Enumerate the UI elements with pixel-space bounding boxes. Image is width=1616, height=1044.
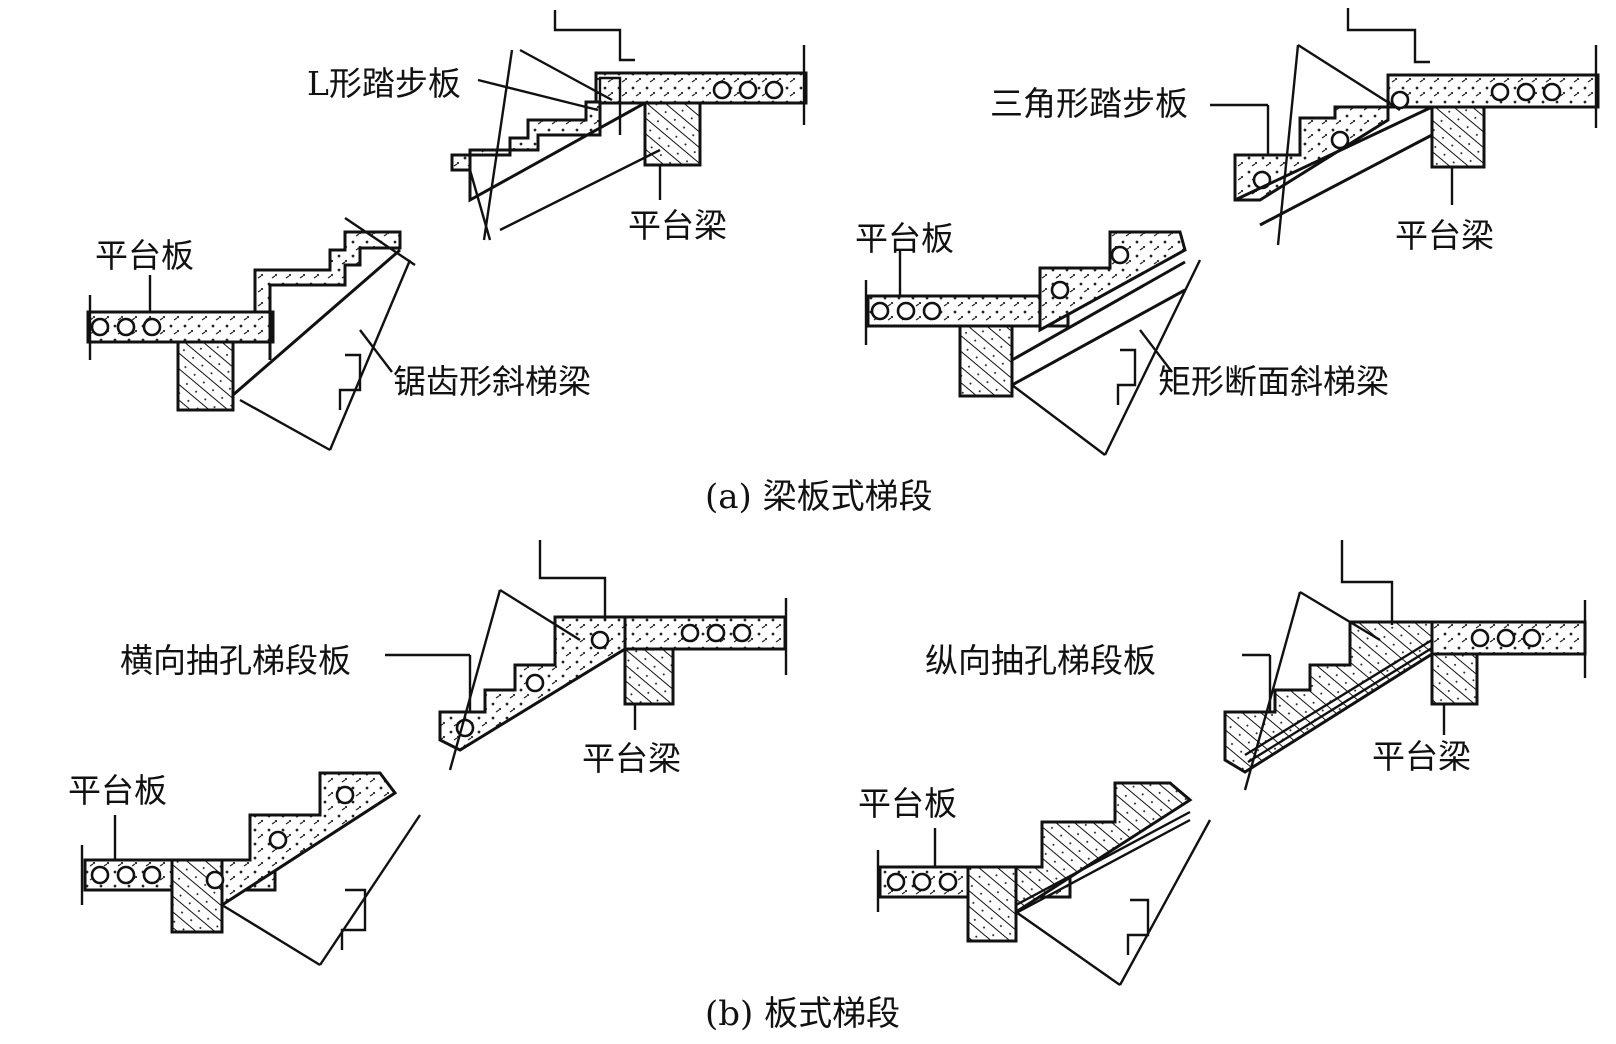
- upper-platform-slab-2: [1386, 73, 1600, 109]
- lower-platform-beam-2: [958, 324, 1014, 398]
- label-platform-slab-b1: 平台板: [68, 771, 167, 810]
- upper-platform-beam: [643, 101, 702, 167]
- label-platform-slab-a1: 平台板: [95, 236, 194, 275]
- panel-a-left: [86, 10, 808, 452]
- label-longitudinal-slab: 纵向抽孔梯段板: [925, 641, 1156, 680]
- label-platform-beam-b2: 平台梁: [1372, 737, 1471, 776]
- lower-triangle-tread: [1038, 230, 1187, 333]
- label-platform-beam-a1: 平台梁: [628, 206, 727, 245]
- panel-a-right: [864, 8, 1600, 456]
- lower-l-tread: [253, 230, 402, 314]
- lower-platform-beam-4: [966, 865, 1018, 943]
- label-l-tread: L形踏步板: [307, 64, 461, 103]
- lower-longitudinal-slab: [1014, 781, 1193, 915]
- panel-b-right: [876, 540, 1587, 986]
- label-rect-beam: 矩形断面斜梯梁: [1158, 362, 1389, 401]
- label-triangle-tread: 三角形踏步板: [990, 84, 1188, 123]
- upper-platform-beam-3: [623, 647, 675, 706]
- triangle-tread: [1233, 105, 1390, 202]
- label-platform-slab-b2: 平台板: [858, 784, 957, 823]
- label-transverse-slab: 横向抽孔梯段板: [120, 641, 351, 680]
- l-tread-slab: [450, 100, 602, 172]
- upper-platform-beam-4: [1430, 652, 1479, 706]
- label-platform-beam-a2: 平台梁: [1395, 216, 1494, 255]
- label-sawtooth-beam: 锯齿形斜梯梁: [393, 362, 591, 401]
- upper-platform-beam-2: [1430, 105, 1486, 169]
- lower-platform-slab: [86, 310, 275, 344]
- lower-platform-beam: [176, 340, 235, 412]
- caption-b: (b) 板式梯段: [705, 994, 900, 1034]
- label-platform-beam-b1: 平台梁: [582, 739, 681, 778]
- caption-a: (a) 梁板式梯段: [705, 477, 933, 517]
- panel-b-left: [80, 540, 788, 967]
- lower-transverse-slab: [220, 771, 398, 908]
- label-platform-slab-a2: 平台板: [855, 219, 954, 258]
